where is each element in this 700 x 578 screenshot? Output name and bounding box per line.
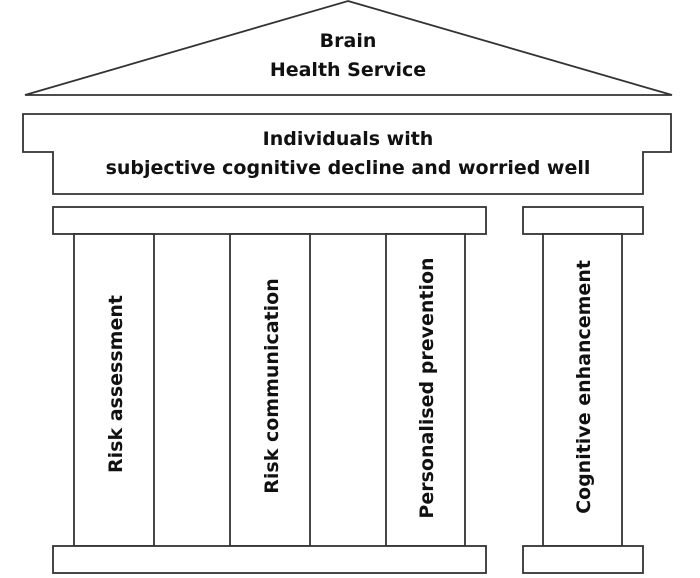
roof-title-line1: Brain xyxy=(320,30,377,52)
pillar-label-risk-assessment: Risk assessment xyxy=(105,295,127,473)
pillar-label-cognitive-enhancement: Cognitive enhancement xyxy=(573,260,595,514)
right-base xyxy=(522,545,644,574)
roof-title-line2: Health Service xyxy=(270,59,426,81)
entablature-line1: Individuals with xyxy=(263,128,434,150)
pillar-label-personalised-prevention: Personalised prevention xyxy=(416,257,438,518)
pillar-risk-communication xyxy=(229,233,311,547)
left-base xyxy=(52,545,487,574)
roof-pediment xyxy=(24,0,673,96)
pillar-label-risk-communication: Risk communication xyxy=(261,278,283,493)
pillar-personalised-prevention xyxy=(385,233,466,547)
pillar-cognitive-enhancement xyxy=(542,233,623,547)
left-capital-beam xyxy=(52,206,487,235)
entablature-line2: subjective cognitive decline and worried… xyxy=(106,157,591,179)
pillar-risk-assessment xyxy=(73,233,155,547)
right-capital-beam xyxy=(522,206,644,235)
entablature xyxy=(22,113,672,195)
